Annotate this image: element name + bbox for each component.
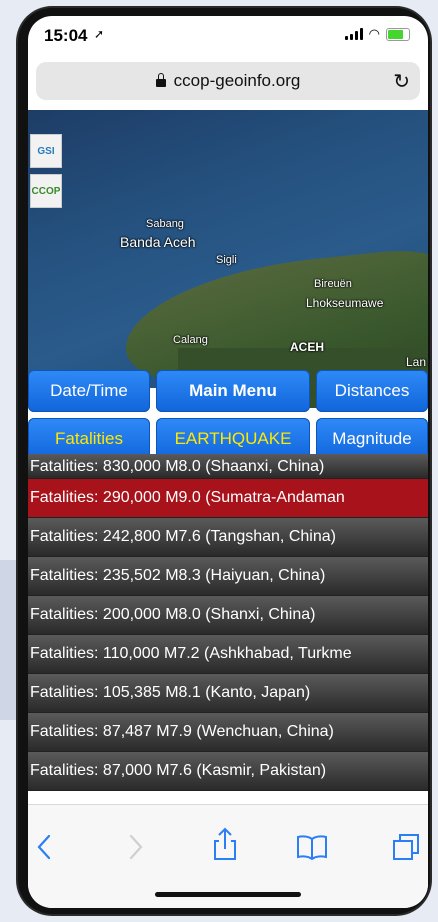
signal-icon [344,28,363,40]
list-item[interactable]: Fatalities: 830,000 M8.0 (Shaanxi, China… [28,454,428,479]
list-item[interactable]: Fatalities: 235,502 M8.3 (Haiyuan, China… [28,557,428,596]
fatalities-button[interactable]: Fatalities [28,418,150,460]
share-icon[interactable] [212,827,238,861]
status-time: 15:04 [44,26,88,45]
place-calang: Calang [173,334,208,346]
list-item[interactable]: Fatalities: 87,000 M7.6 (Kasmir, Pakista… [28,752,428,791]
location-arrow-icon: ➚ [94,27,105,41]
list-item[interactable]: Fatalities: 242,800 M7.6 (Tangshan, Chin… [28,518,428,557]
place-lan: Lan [406,355,427,369]
date-time-button[interactable]: Date/Time [28,370,150,412]
place-sigli: Sigli [216,254,237,266]
browser-toolbar [28,804,428,908]
phone-screen: 15:04 ➚ ◠ ccop-geoinfo.org ↻ GSI CCOP Sa… [28,16,428,908]
place-sabang: Sabang [146,218,184,230]
map-view[interactable]: GSI CCOP Sabang Banda Aceh Sigli Bireuën… [28,110,428,447]
list-item-selected[interactable]: Fatalities: 290,000 M9.0 (Sumatra-Andama… [28,479,428,518]
main-menu-button[interactable]: Main Menu [156,370,310,412]
gsi-logo: GSI [30,134,62,168]
ccop-logo: CCOP [30,174,62,208]
url-text: ccop-geoinfo.org [173,71,301,90]
status-bar: 15:04 ➚ ◠ [28,16,428,52]
tabs-icon[interactable] [392,833,420,861]
reload-icon[interactable]: ↻ [393,71,410,93]
lock-icon [155,73,166,87]
list-item[interactable]: Fatalities: 105,385 M8.1 (Kanto, Japan) [28,674,428,713]
earthquake-list[interactable]: Fatalities: 830,000 M8.0 (Shaanxi, China… [28,454,428,791]
place-banda-aceh: Banda Aceh [120,234,196,250]
place-bireuen: Bireuën [314,278,352,290]
place-lhokseumawe: Lhokseumawe [306,296,384,310]
home-indicator [155,892,301,897]
wifi-icon: ◠ [368,26,380,41]
address-bar[interactable]: ccop-geoinfo.org ↻ [36,62,420,100]
distances-button[interactable]: Distances [316,370,428,412]
chevron-left-icon[interactable] [36,833,52,861]
list-item[interactable]: Fatalities: 200,000 M8.0 (Shanxi, China) [28,596,428,635]
battery-icon [386,27,410,41]
list-item[interactable]: Fatalities: 87,487 M7.9 (Wenchuan, China… [28,713,428,752]
list-item[interactable]: Fatalities: 110,000 M7.2 (Ashkhabad, Tur… [28,635,428,674]
magnitude-button[interactable]: Magnitude [316,418,428,460]
status-icons: ◠ [344,26,410,42]
earthquake-button[interactable]: EARTHQUAKE [156,418,310,460]
chevron-right-icon[interactable] [128,833,144,861]
place-aceh: ACEH [290,340,325,354]
book-icon[interactable] [296,833,328,861]
